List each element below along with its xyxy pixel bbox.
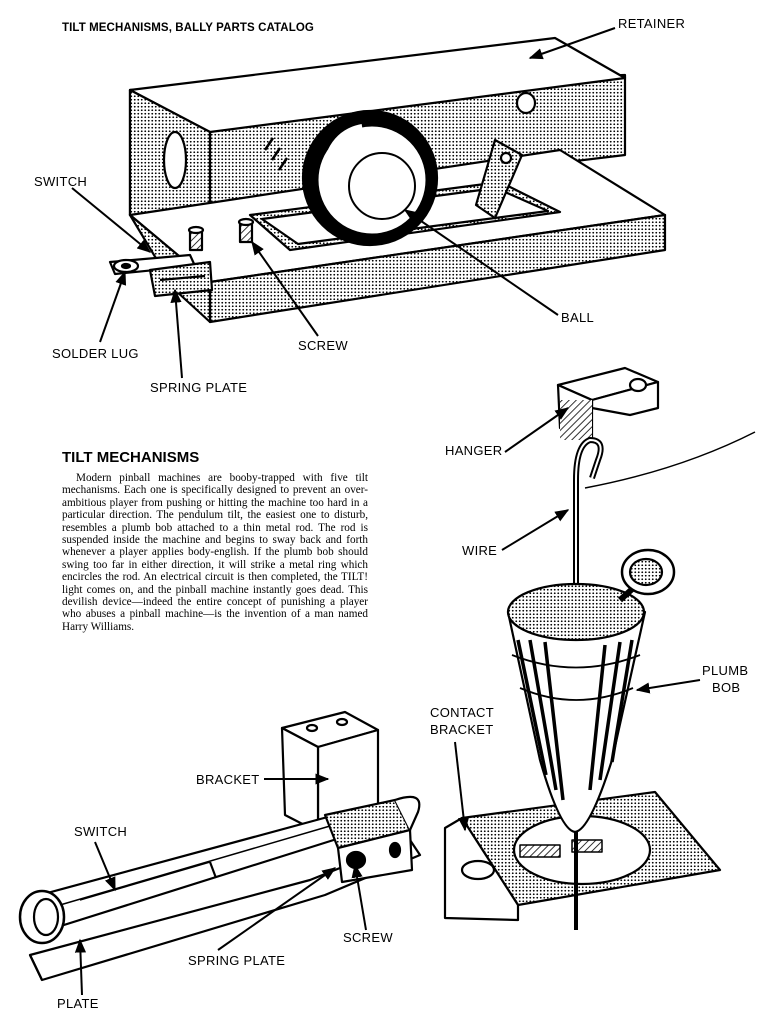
label-solder-lug: SOLDER LUG [52,346,139,361]
hanger [556,366,660,442]
slam-tilt-diagram [18,710,422,996]
label-bob: BOB [712,680,741,695]
label-screw-bottom: SCREW [343,930,393,945]
ball-tilt-diagram [71,27,667,379]
label-plate: PLATE [57,996,99,1011]
article-body: Modern pinball machines are booby-trappe… [62,472,368,633]
label-bracket: BRACKET [196,772,260,787]
label-switch-bottom: SWITCH [74,824,128,839]
label-screw-top: SCREW [298,338,348,353]
plumb-bob [506,548,676,930]
contact-bracket [443,790,722,922]
plumb-tilt-diagram [443,366,756,930]
label-ball: BALL [561,310,595,325]
ball-tilt-switch [108,253,214,298]
label-plumb: PLUMB [702,663,749,678]
label-wire: WIRE [462,543,498,558]
label-switch-top: SWITCH [34,174,88,189]
label-spring-plate-top: SPRING PLATE [150,380,248,395]
label-retainer: RETAINER [618,16,686,31]
label-contact-bracket: BRACKET [430,722,494,737]
label-hanger: HANGER [445,443,503,458]
ball-tilt-screws [187,217,255,252]
label-spring-plate-bottom: SPRING PLATE [188,953,286,968]
label-contact: CONTACT [430,705,494,720]
catalog-header: TILT MECHANISMS, BALLY PARTS CATALOG [62,22,314,34]
article-title: TILT MECHANISMS [62,449,200,466]
